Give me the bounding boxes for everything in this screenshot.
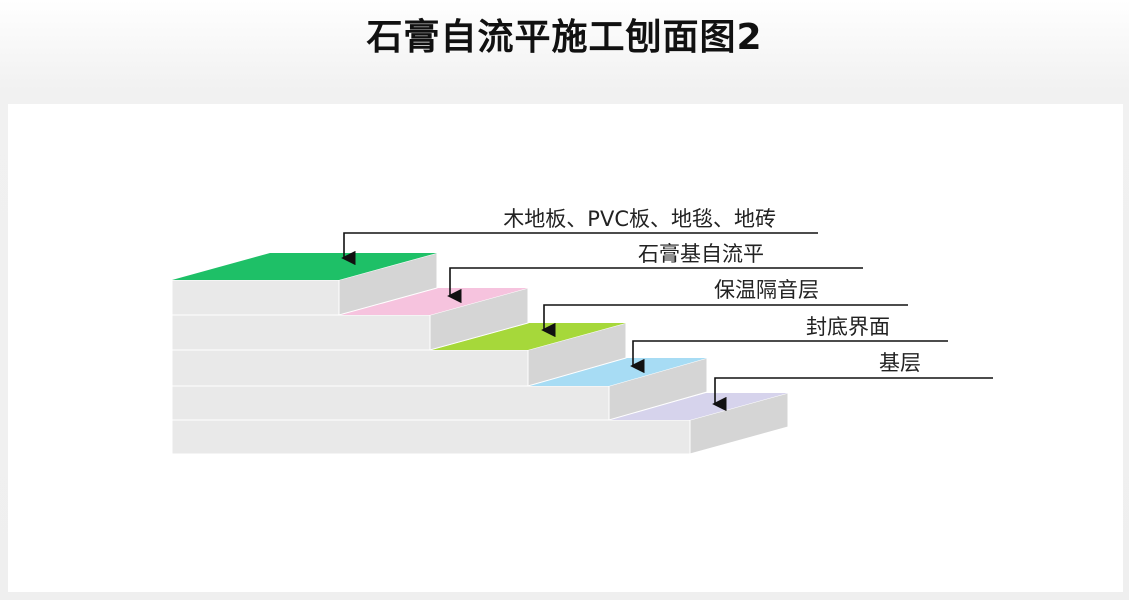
- step-2-front: [171, 314, 431, 351]
- page-title: 石膏自流平施工刨面图2: [366, 17, 763, 58]
- leader-line-leveling: [447, 267, 863, 304]
- step-2-side: [429, 287, 529, 351]
- step-4-side: [608, 357, 708, 421]
- layer-top-surface: [172, 253, 437, 280]
- layer-top-leveling: [339, 288, 528, 315]
- leader-line-base: [712, 377, 993, 412]
- layer-top-insulation: [431, 323, 626, 350]
- step-1-side: [338, 252, 438, 316]
- leader-line-primer: [630, 340, 948, 374]
- layer-cross-section-diagram: 木地板、PVC板、地毯、地砖 石膏基自流平 保温隔音层 封底界面 基层: [171, 207, 993, 455]
- label-surface: 木地板、PVC板、地毯、地砖: [503, 207, 776, 231]
- diagram-panel: 木地板、PVC板、地毯、地砖 石膏基自流平 保温隔音层 封底界面 基层: [8, 104, 1123, 592]
- layer-top-base: [608, 393, 788, 420]
- label-base: 基层: [879, 351, 921, 375]
- leader-line-insulation: [541, 304, 908, 338]
- label-primer: 封底界面: [806, 315, 890, 339]
- label-leveling: 石膏基自流平: [638, 242, 764, 266]
- step-4-front: [171, 385, 610, 421]
- step-1-front: [171, 279, 340, 316]
- leader-line-surface: [341, 232, 818, 266]
- layer-top-primer: [527, 358, 707, 386]
- label-insulation: 保温隔音层: [714, 278, 819, 302]
- step-3-front: [171, 349, 529, 387]
- step-5-front: [171, 419, 691, 455]
